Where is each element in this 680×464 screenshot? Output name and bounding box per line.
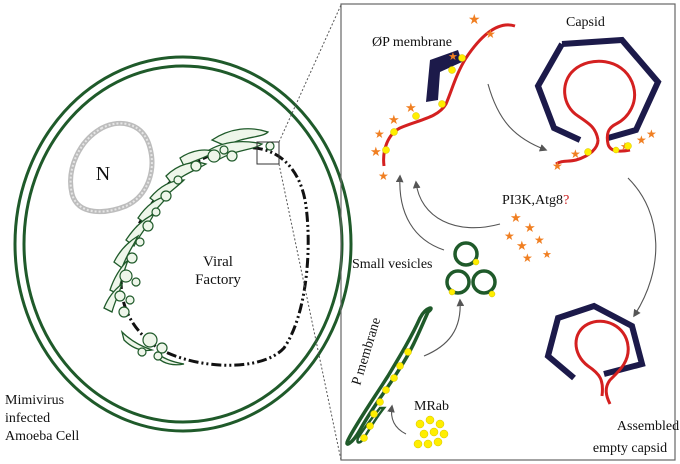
svg-text:★: ★: [485, 27, 496, 41]
arrow-membrane-to-capsid: [487, 83, 548, 152]
svg-text:★: ★: [405, 100, 417, 115]
svg-text:★: ★: [524, 220, 536, 235]
factory-vesicles: [114, 141, 275, 361]
pi3k-atg8-label: PI3K,Atg8?: [502, 193, 569, 208]
viral-factory-label-line1: Viral: [203, 254, 233, 270]
svg-text:★: ★: [516, 238, 528, 253]
capsid-label: Capsid: [566, 15, 605, 30]
svg-text:★: ★: [534, 233, 545, 247]
assembled-label-line1: Assembled: [617, 419, 679, 434]
svg-text:★: ★: [636, 133, 647, 147]
process-arrows: [387, 83, 657, 435]
svg-text:★: ★: [370, 144, 382, 159]
mrab-dots: [413, 415, 449, 449]
op-membrane-stars: ★ ★ ★ ★ ★ ★ ★ ★: [370, 13, 496, 183]
svg-text:★: ★: [570, 147, 581, 161]
arrow-pi3k-to-membrane: [412, 180, 501, 229]
nucleus-label: N: [96, 163, 110, 185]
svg-text:★: ★: [510, 210, 522, 225]
pi3k-stars: ★ ★ ★ ★ ★ ★ ★: [504, 210, 552, 265]
zoom-indicator: [256, 4, 342, 461]
cell-label-line3: Amoeba Cell: [5, 429, 79, 444]
viral-factory-label-line2: Factory: [195, 272, 241, 288]
arrow-pmembrane-to-vesicles: [423, 298, 465, 357]
svg-text:★: ★: [388, 112, 400, 127]
pi3k-atg8-text: PI3K,Atg8: [502, 193, 563, 208]
zoom-panel: [340, 3, 676, 461]
capsid-in-progress: [534, 36, 662, 166]
small-vesicles: [445, 241, 497, 295]
capsid-dots: [584, 142, 632, 156]
op-membrane-dots: [382, 54, 466, 154]
arrow-mrab-to-pmembrane: [387, 404, 407, 435]
viral-factory: Viral Factory: [119, 146, 310, 367]
assembled-capsid: [544, 302, 646, 405]
amoeba-cell: [13, 55, 353, 433]
cell-label-line1: Mimivirus: [5, 393, 64, 408]
arrow-capsid-to-assembled: [627, 177, 657, 318]
svg-text:★: ★: [448, 51, 458, 63]
vesicle-dots: [448, 258, 496, 298]
nucleus: N: [68, 120, 155, 215]
cell-label: Mimivirus infected Amoeba Cell: [5, 393, 79, 444]
question-mark: ?: [563, 193, 569, 208]
svg-text:★: ★: [468, 13, 481, 28]
svg-text:★: ★: [504, 229, 515, 243]
op-membrane-label: ØP membrane: [372, 35, 452, 50]
svg-text:★: ★: [542, 249, 552, 261]
svg-text:★: ★: [646, 127, 657, 141]
assembled-label-line2: empty capsid: [593, 441, 667, 456]
small-vesicles-label: Small vesicles: [352, 257, 433, 272]
arrow-vesicles-to-membrane: [395, 174, 445, 251]
svg-text:★: ★: [522, 251, 533, 265]
p-membrane-dots: [360, 348, 412, 442]
svg-text:★: ★: [374, 127, 385, 141]
p-membrane-label: P membrane: [349, 316, 384, 387]
mrab-label: MRab: [414, 399, 449, 414]
svg-text:★: ★: [552, 159, 563, 173]
membrane-cisternae: [103, 128, 270, 366]
svg-text:★: ★: [378, 169, 389, 183]
cell-label-line2: infected: [5, 411, 50, 426]
